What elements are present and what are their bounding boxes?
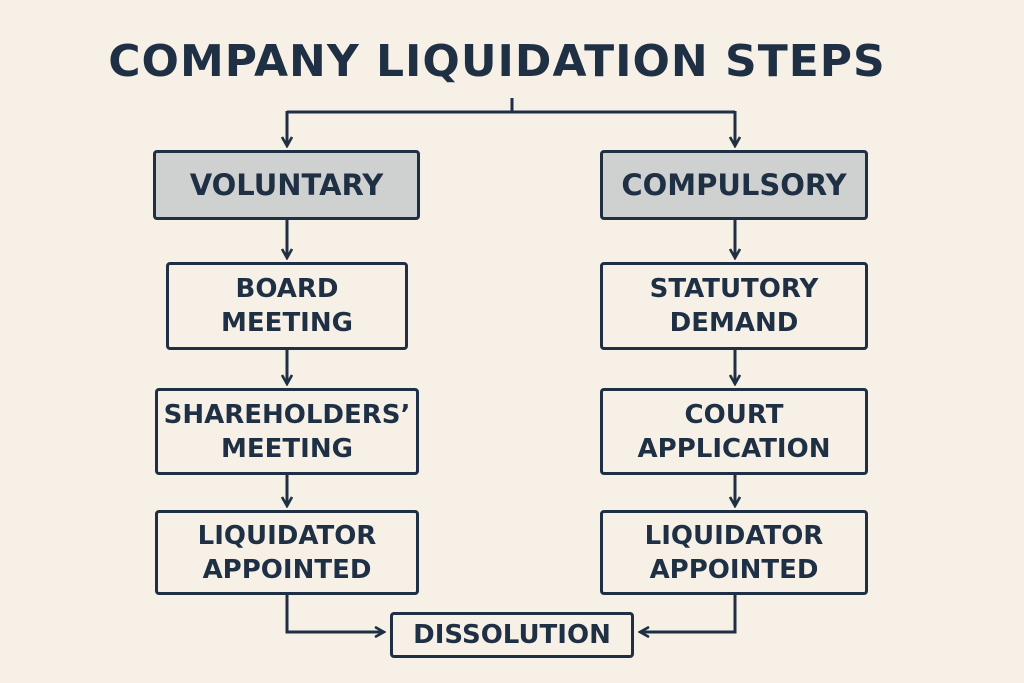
diagram-title: COMPANY LIQUIDATION STEPS [108,36,886,87]
statutory-demand-step: STATUTORY DEMAND [600,262,868,350]
court-application-step: COURT APPLICATION [600,388,868,475]
shareholders-meeting-step: SHAREHOLDERS’ MEETING [155,388,419,475]
compulsory-heading: COMPULSORY [600,150,868,220]
split-connector [287,98,735,114]
dissolution-step: DISSOLUTION [390,612,634,658]
arrow-right-to-dissolution [640,595,737,632]
voluntary-heading: VOLUNTARY [153,150,420,220]
voluntary-liquidator-appointed-step: LIQUIDATOR APPOINTED [155,510,419,595]
arrow-left-to-dissolution [285,595,384,632]
compulsory-liquidator-appointed-step: LIQUIDATOR APPOINTED [600,510,868,595]
board-meeting-step: BOARD MEETING [166,262,408,350]
